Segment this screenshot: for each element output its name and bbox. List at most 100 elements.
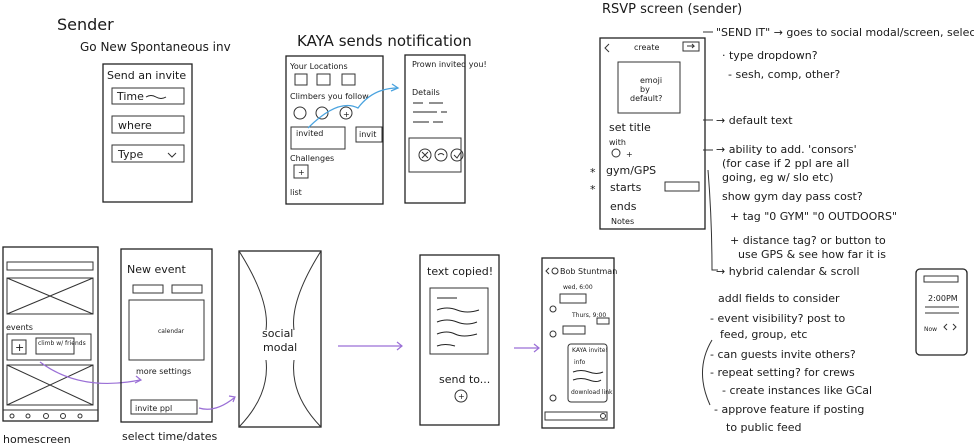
addl-item-2: feed, group, etc (720, 328, 807, 341)
nav-add-icon[interactable] (43, 413, 49, 419)
gym-gps-label[interactable]: gym/GPS (606, 164, 656, 177)
chat-back-icon[interactable] (545, 267, 550, 275)
chat-screen (541, 257, 615, 429)
climbers-follow-label: Climbers you follow (290, 92, 369, 101)
addl-item-3: - can guests invite others? (710, 348, 856, 361)
emoji-box-label-2: by (640, 85, 650, 94)
maybe-button[interactable] (434, 148, 448, 162)
send-it-button[interactable] (682, 41, 700, 52)
location-thumb-1[interactable] (294, 73, 308, 86)
social-modal-section: social modal (238, 250, 403, 428)
connector-bracket (707, 169, 718, 271)
homescreen-phone (2, 246, 99, 422)
end-date-chip[interactable] (171, 284, 203, 294)
nav-search-icon[interactable] (25, 413, 31, 419)
modal-action-bar (408, 137, 462, 173)
note-sesh: - sesh, comp, other? (728, 68, 840, 81)
notification-modal-screen (404, 54, 466, 204)
chat-bubble-3 (562, 325, 586, 335)
list-label: list (290, 188, 302, 197)
addl-item-1: - event visibility? post to (710, 312, 846, 325)
send-to-add-button[interactable] (454, 389, 468, 403)
ends-label: ends (610, 200, 637, 213)
starts-field[interactable] (664, 181, 700, 192)
addl-heading: addl fields to consider (718, 292, 840, 305)
add-challenge-button[interactable] (293, 164, 309, 179)
send-invite-title: Send an invite (107, 69, 186, 82)
home-feed-image (6, 364, 94, 406)
chat-bubble-avatar-1 (549, 305, 557, 313)
note-type-dropdown: · type dropdown? (722, 49, 818, 62)
nav-profile-icon[interactable] (77, 413, 83, 419)
start-date-chip[interactable] (132, 284, 164, 294)
location-thumb-2[interactable] (316, 73, 331, 86)
note-distance: + distance tag? or button to (730, 234, 886, 247)
addl-item-5: - create instances like GCal (722, 384, 872, 397)
sender-section: Sender Go New Spontaneous inv Send an in… (57, 15, 231, 203)
add-climber-plus-icon[interactable]: + (343, 110, 350, 119)
set-title-label[interactable]: set title (609, 121, 651, 134)
kaya-invite-card[interactable] (567, 343, 608, 403)
rsvp-section: RSVP screen (sender) create emoji by def… (590, 2, 974, 278)
home-climb-label: climb w/ friends (38, 340, 86, 347)
note-default-text: → default text (716, 114, 793, 127)
flow-arrow-social-to-copied-head (396, 341, 403, 351)
climber-avatar-3[interactable] (339, 106, 353, 120)
flow-arrow-select-to-social (198, 397, 235, 410)
chat-bubble-2 (596, 317, 610, 325)
send-to-label: send to... (439, 373, 490, 386)
new-event-phone (120, 248, 213, 423)
flow-arrow-home-to-select (39, 361, 141, 385)
nav-home-icon[interactable] (9, 413, 15, 419)
notes-label[interactable]: Notes (611, 217, 634, 226)
note-tag: + tag "0 GYM" "0 OUTDOORS" (730, 210, 897, 223)
addl-item-4: - repeat setting? for crews (710, 366, 855, 379)
chat-avatar (551, 267, 559, 275)
chat-input[interactable] (544, 411, 608, 421)
climber-avatar-1[interactable] (293, 106, 307, 120)
note-ability-add: → ability to add. 'consors' (716, 143, 857, 156)
picker-phone (915, 268, 968, 356)
modal-details-scribble (413, 102, 447, 123)
calendar-label: calendar (158, 328, 185, 335)
flow-arrow-select-to-social-head (228, 395, 236, 403)
home-climb-button[interactable] (35, 337, 75, 355)
invite-ppl-button[interactable] (130, 399, 198, 415)
social-modal-placeholder (238, 250, 322, 428)
invited-card[interactable] (290, 126, 346, 150)
addl-bracket (701, 339, 713, 406)
location-thumb-3[interactable] (341, 73, 356, 86)
back-chevron-icon[interactable] (604, 43, 610, 53)
where-field[interactable] (111, 115, 185, 134)
climber-avatar-2[interactable] (315, 106, 329, 120)
calendar-view[interactable] (128, 299, 205, 361)
kaya-invite-title: KAYA invite! (572, 347, 608, 354)
home-add-event-button[interactable] (11, 339, 27, 355)
nav-activity-icon[interactable] (60, 413, 66, 419)
decline-button[interactable] (418, 148, 432, 162)
star-marker-1: * (590, 166, 596, 179)
send-to-plus-icon: + (458, 392, 465, 401)
type-field[interactable] (111, 144, 185, 163)
notification-flow-highlight (307, 87, 399, 129)
more-settings-label[interactable]: more settings (136, 367, 191, 376)
accept-button[interactable] (450, 148, 464, 162)
addl-item-6: - approve feature if posting (714, 403, 864, 416)
homescreen-caption: homescreen (3, 433, 71, 446)
modal-details-label: Details (412, 88, 440, 97)
maybe-icon (437, 153, 445, 156)
create-header-label: create (634, 43, 659, 52)
invited-card-2[interactable] (355, 126, 383, 143)
home-add-plus-icon: + (15, 341, 24, 354)
emoji-box[interactable] (617, 61, 681, 114)
new-event-title: New event (127, 263, 187, 276)
note-gym-cost: show gym day pass cost? (722, 190, 863, 203)
chat-send-icon[interactable] (600, 413, 606, 419)
kaya-download-link[interactable]: download link (571, 389, 613, 396)
starts-label: starts (610, 181, 642, 194)
time-field[interactable] (111, 87, 185, 105)
add-guest-plus-icon[interactable]: + (626, 150, 633, 159)
where-field-label: where (118, 119, 152, 132)
note-calendar: → hybrid calendar & scroll (716, 265, 860, 278)
picker-nav-chevrons-icon[interactable] (943, 323, 957, 331)
